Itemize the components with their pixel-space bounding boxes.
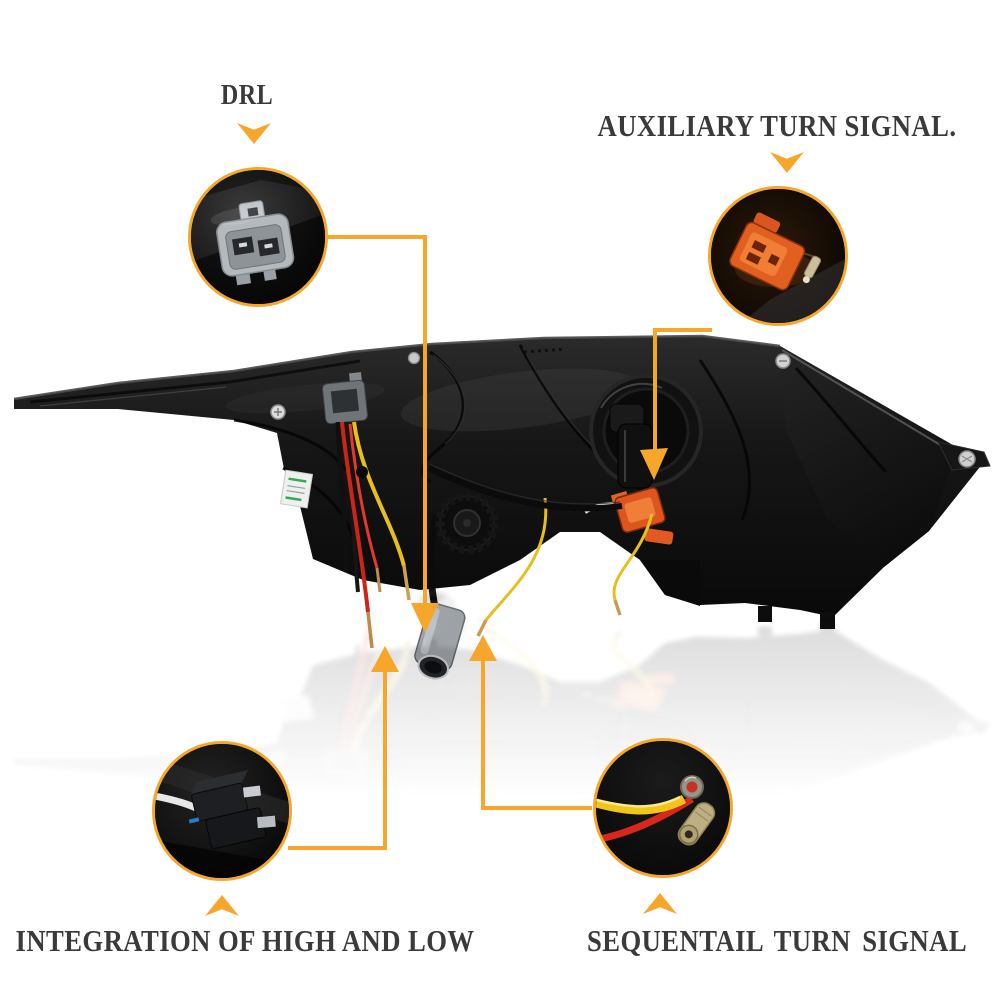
- product-label-sticker: [279, 469, 314, 509]
- sequential-turn-signal-label: SEQUENTAIL TURN SIGNAL: [586, 923, 968, 958]
- integration-pointer-line: [288, 646, 399, 850]
- auxiliary-callout-circle: [708, 186, 848, 326]
- ring-terminal-wire-photo: [596, 741, 730, 875]
- integration-high-low-label: INTEGRATION OF HIGH AND LOW: [15, 923, 475, 958]
- integration-callout-circle: [152, 741, 292, 881]
- auxiliary-connector-photo: [711, 189, 845, 323]
- wire-harness: [322, 372, 411, 649]
- housing-silhouette: [14, 336, 987, 617]
- drl-callout-circle: [188, 167, 328, 307]
- screws: [270, 351, 791, 420]
- high-low-beam-connector-photo: [155, 744, 289, 878]
- adjuster-gear: [435, 491, 499, 555]
- sequential-callout-circle: [593, 738, 733, 878]
- mounting-bracket: [937, 441, 991, 471]
- drl-pointer-line: [328, 235, 439, 633]
- drl-connector-photo: [191, 170, 325, 304]
- orange-connector: [610, 487, 666, 533]
- drl-label: DRL: [220, 80, 274, 111]
- auxiliary-pointer-line: [640, 328, 712, 480]
- auxiliary-turn-signal-label: AUXILIARY TURN SIGNAL.: [597, 108, 957, 143]
- sequential-pointer-line: [469, 635, 592, 810]
- bulb-socket: [609, 403, 653, 489]
